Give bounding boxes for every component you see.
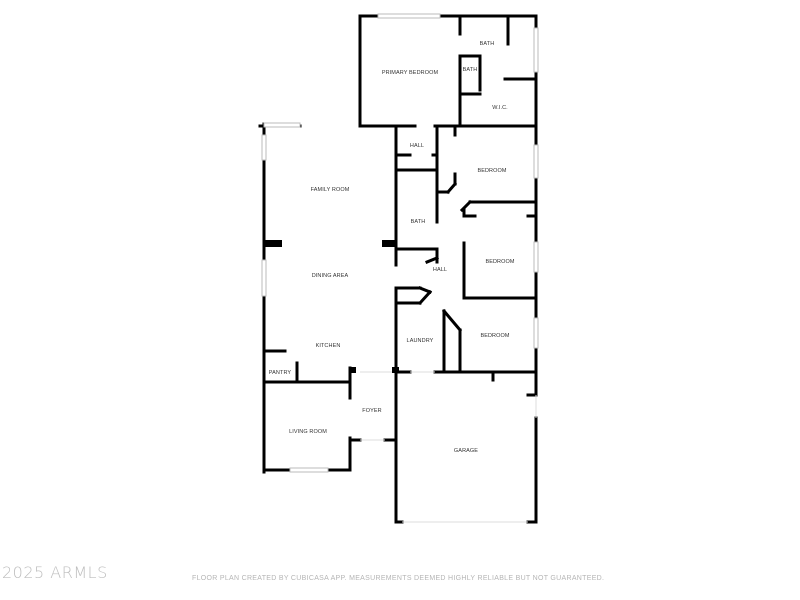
room-label-foyer: FOYER	[362, 408, 382, 414]
room-label-wic: W.I.C.	[492, 105, 508, 111]
room-label-garage: GARAGE	[453, 448, 479, 454]
room-label-bath: BATH	[479, 41, 495, 47]
room-label-bedroom: BEDROOM	[480, 333, 510, 339]
disclaimer-text: FLOOR PLAN CREATED BY CUBICASA APP. MEAS…	[192, 575, 605, 582]
room-label-hall: HALL	[432, 267, 448, 273]
room-label-bedroom: BEDROOM	[485, 259, 515, 265]
room-label-primary-bedroom: PRIMARY BEDROOM	[381, 70, 439, 76]
room-label-dining-area: DINING AREA	[311, 273, 349, 279]
room-label-bath: BATH	[462, 67, 478, 73]
room-label-living-room: LIVING ROOM	[289, 429, 327, 435]
room-label-family-room: FAMILY ROOM	[310, 187, 350, 193]
copyright-watermark: 2025 ARMLS	[2, 563, 108, 582]
room-label-pantry: PANTRY	[268, 370, 292, 376]
room-label-hall: HALL	[409, 143, 425, 149]
room-label-laundry: LAUNDRY	[406, 338, 434, 344]
room-label-bath: BATH	[410, 219, 426, 225]
room-label-bedroom: BEDROOM	[477, 168, 507, 174]
room-label-kitchen: KITCHEN	[315, 343, 341, 349]
